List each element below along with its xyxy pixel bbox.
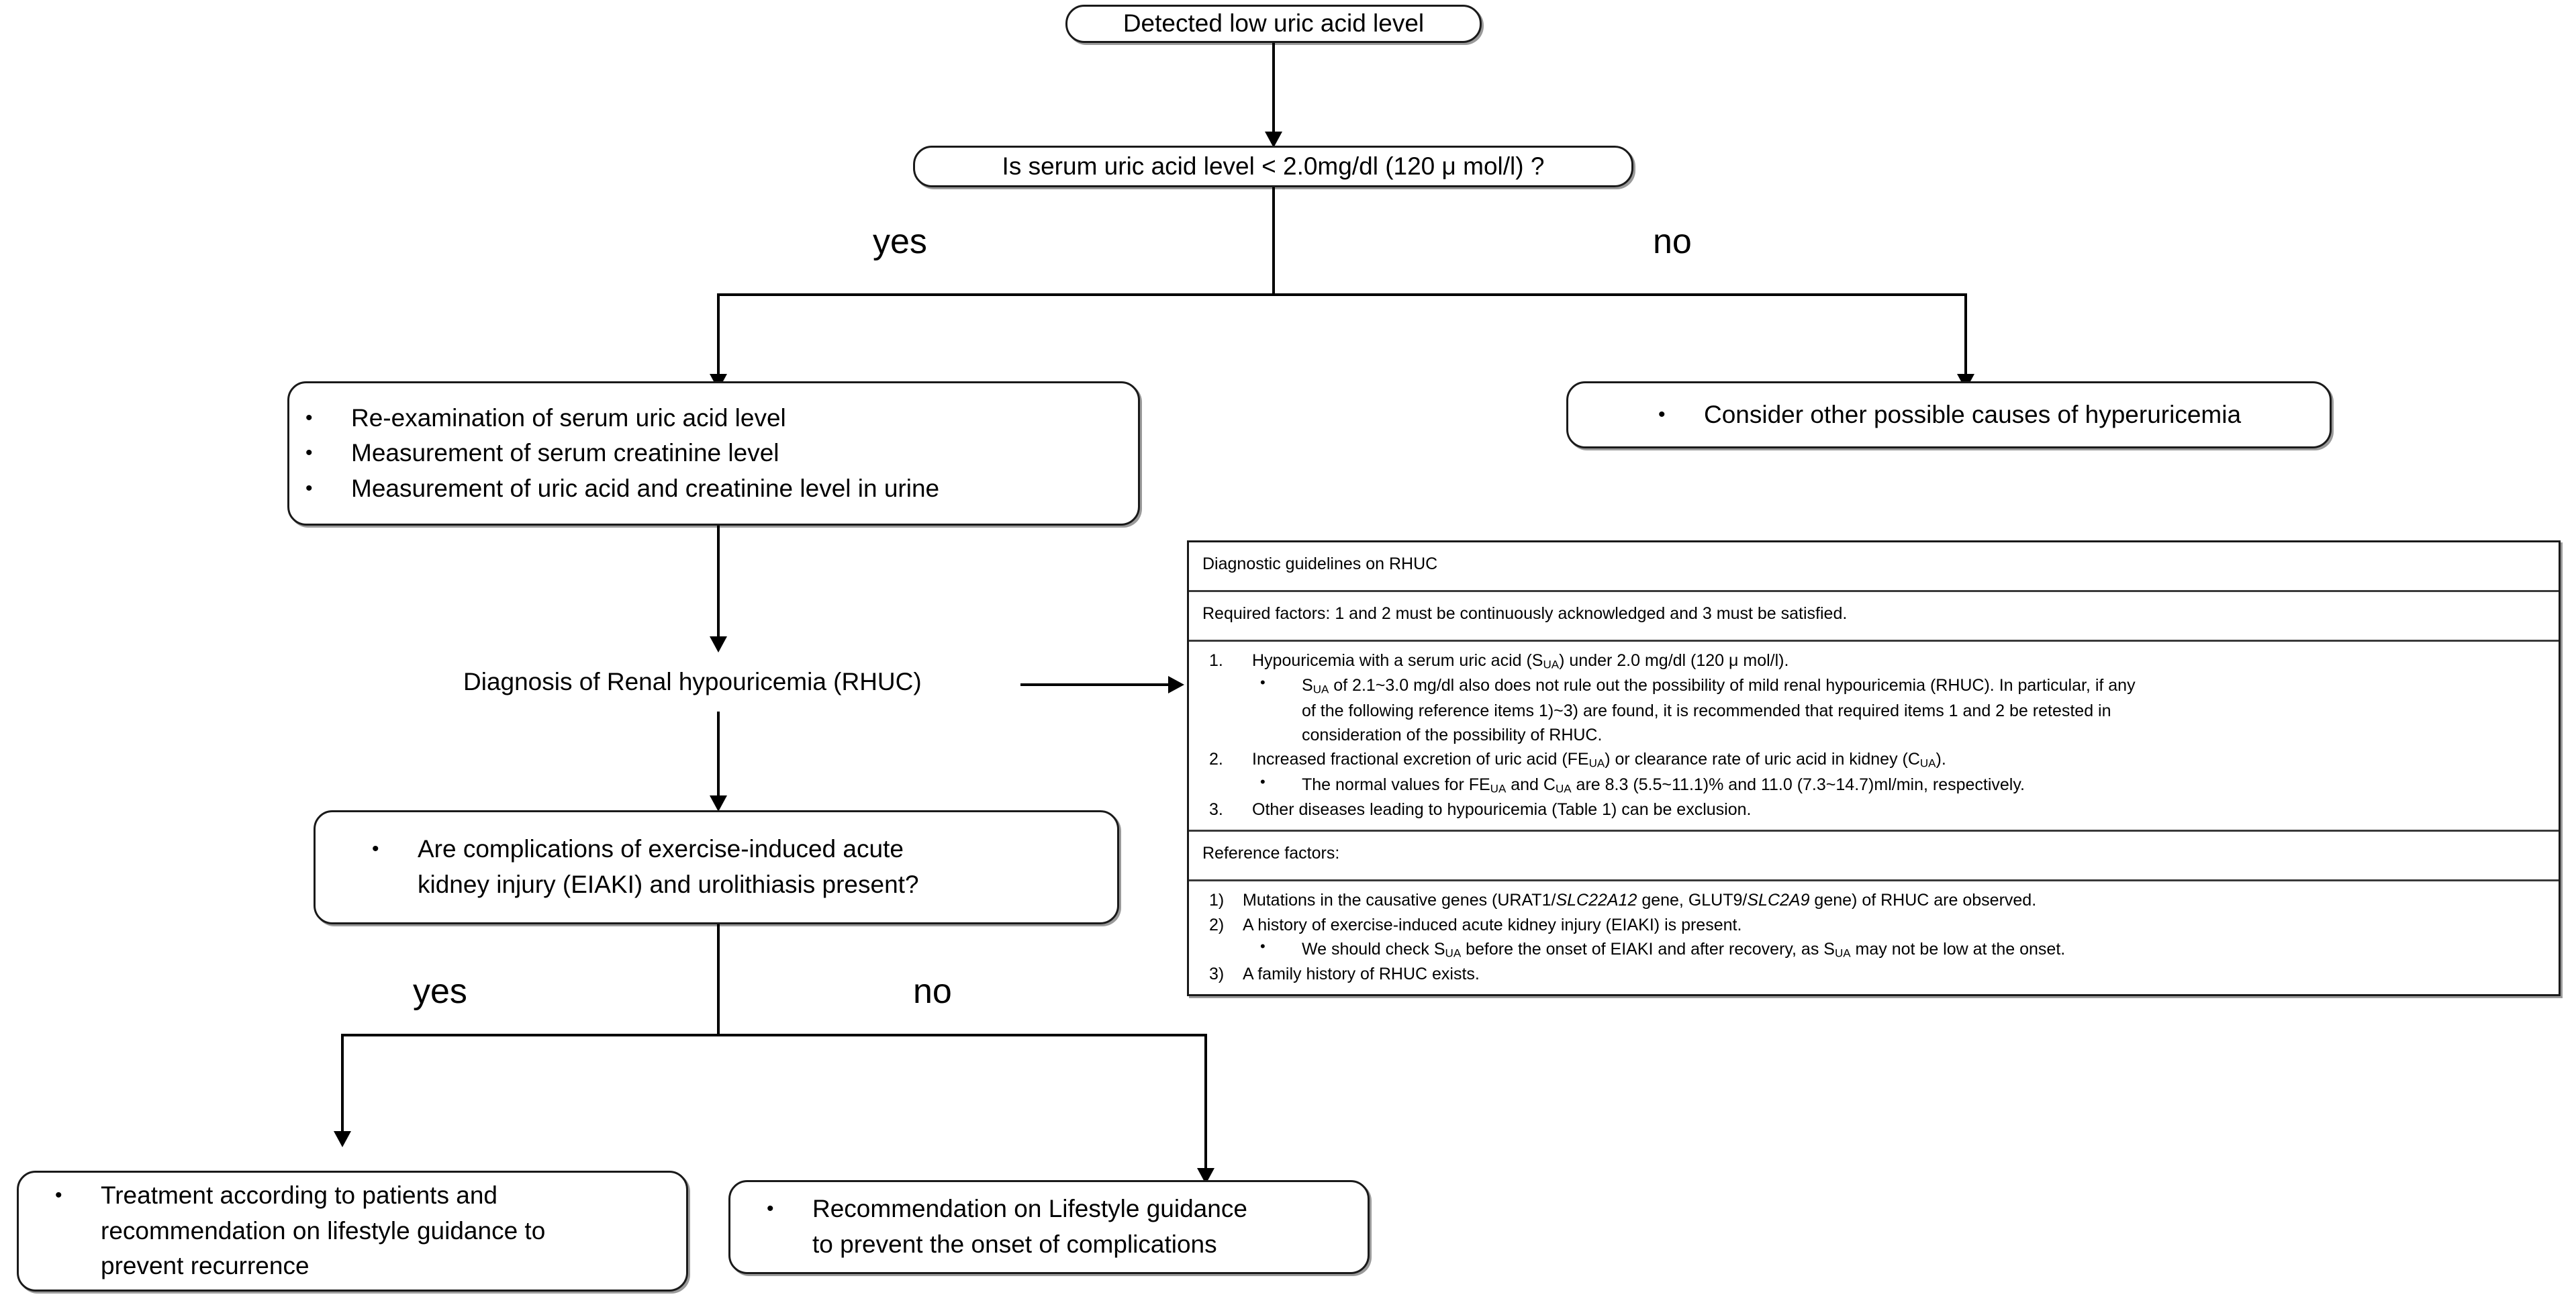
required-item-1-sub-line-1: • SUA of 2.1~3.0 mg/dl also does not rul… [1202, 673, 2546, 698]
node-decision-serum-level-label: Is serum uric acid level < 2.0mg/dl (120… [1002, 152, 1545, 180]
list-item: • Are complications of exercise-induced … [356, 832, 1117, 867]
node-decision-complications-line-1: kidney injury (EIAKI) and urolithiasis p… [418, 871, 919, 898]
connector-workup-to-diagnosis [717, 526, 720, 643]
bullet-icon: • [767, 1198, 774, 1220]
list-item: • Consider other possible causes of hype… [1642, 397, 2330, 433]
list-item: • Measurement of serum creatinine level [289, 436, 1138, 471]
node-start-label: Detected low uric acid level [1123, 9, 1425, 38]
arrow-down-icon-decision1 [1265, 132, 1282, 148]
arrow-down-icon-diagnosis [710, 636, 727, 652]
node-outcome-lifestyle[interactable]: • Recommendation on Lifestyle guidance t… [728, 1180, 1370, 1274]
connector-decision1-yes-drop [717, 293, 720, 381]
required-item-3-number: 3. [1209, 800, 1223, 819]
node-start[interactable]: Detected low uric acid level [1065, 5, 1482, 43]
connector-decision2-bus [341, 1034, 1207, 1036]
required-item-3: 3. Other diseases leading to hypouricemi… [1202, 797, 2546, 822]
node-workup-item-1: Measurement of serum creatinine level [351, 439, 779, 467]
bullet-icon: • [372, 838, 379, 861]
bullet-icon: • [1260, 674, 1266, 691]
connector-decision1-stem [1272, 187, 1275, 295]
bullet-icon: • [55, 1184, 62, 1207]
connector-decision2-yes-drop [341, 1034, 344, 1138]
guidelines-required-header: Required factors: 1 and 2 must be contin… [1202, 604, 1848, 623]
bullet-icon: • [305, 477, 313, 499]
node-decision-complications[interactable]: • Are complications of exercise-induced … [314, 810, 1119, 924]
connector-decision1-no-drop [1964, 293, 1967, 381]
node-workup-item-2: Measurement of uric acid and creatinine … [351, 474, 940, 502]
node-other-causes-list: • Consider other possible causes of hype… [1568, 397, 2330, 433]
guidelines-required-header-row: Required factors: 1 and 2 must be contin… [1189, 592, 2559, 642]
arrow-right-icon-guidelines [1168, 676, 1184, 693]
node-decision-serum-level[interactable]: Is serum uric acid level < 2.0mg/dl (120… [913, 146, 1633, 187]
reference-item-3: 3) A family history of RHUC exists. [1202, 962, 2546, 986]
label-diagnosis-rhuc: Diagnosis of Renal hypouricemia (RHUC) [463, 668, 922, 695]
node-outcome-treatment-line-2: prevent recurrence [101, 1252, 309, 1280]
node-other-causes[interactable]: • Consider other possible causes of hype… [1566, 381, 2332, 448]
required-item-1: 1. Hypouricemia with a serum uric acid (… [1202, 648, 2546, 673]
required-item-2: 2. Increased fractional excretion of uri… [1202, 747, 2546, 772]
reference-item-3-number: 3) [1209, 965, 1225, 984]
reference-item-2: 2) A history of exercise-induced acute k… [1202, 913, 2546, 937]
list-item: • Recommendation on Lifestyle guidance [751, 1192, 1368, 1227]
guidelines-required-items-row: 1. Hypouricemia with a serum uric acid (… [1189, 642, 2559, 832]
branch-label-yes-2: yes [413, 972, 467, 1011]
guidelines-reference-header: Reference factors: [1202, 844, 1340, 863]
node-outcome-lifestyle-line-0: Recommendation on Lifestyle guidance [812, 1195, 1247, 1223]
list-item: • Measurement of uric acid and creatinin… [289, 471, 1138, 507]
node-other-causes-item-0: Consider other possible causes of hyperu… [1704, 400, 2242, 428]
required-item-1-sub-line-2: of the following reference items 1)~3) a… [1302, 701, 2111, 720]
required-item-2-number: 2. [1209, 750, 1223, 769]
reference-item-2-sub-line: • We should check SUA before the onset o… [1202, 937, 2546, 962]
node-workup[interactable]: • Re-examination of serum uric acid leve… [287, 381, 1140, 526]
node-workup-list: • Re-examination of serum uric acid leve… [289, 401, 1138, 507]
guidelines-panel[interactable]: Diagnostic guidelines on RHUC Required f… [1187, 540, 2561, 997]
reference-item-1-text: Mutations in the causative genes (URAT1/… [1243, 891, 2037, 910]
required-item-3-text: Other diseases leading to hypouricemia (… [1252, 800, 1752, 819]
guidelines-title: Diagnostic guidelines on RHUC [1202, 554, 1438, 573]
guidelines-reference-header-row: Reference factors: [1189, 832, 2559, 882]
arrow-down-icon-decision2 [710, 795, 727, 812]
node-outcome-treatment-line-1: recommendation on lifestyle guidance to [101, 1216, 546, 1245]
reference-item-2-text: A history of exercise-induced acute kidn… [1243, 915, 1742, 934]
node-outcome-lifestyle-list: • Recommendation on Lifestyle guidance [730, 1192, 1368, 1227]
connector-diagnosis-to-guidelines [1020, 683, 1168, 686]
node-decision-complications-list: • Are complications of exercise-induced … [316, 832, 1117, 867]
arrow-down-icon-outcome-yes [334, 1131, 351, 1147]
guidelines-reference-items-row: 1) Mutations in the causative genes (URA… [1189, 881, 2559, 994]
bullet-icon: • [1658, 403, 1666, 426]
list-item: • Re-examination of serum uric acid leve… [289, 401, 1138, 436]
connector-start-to-decision1 [1272, 43, 1275, 139]
node-decision-complications-line-0: Are complications of exercise-induced ac… [418, 835, 904, 863]
bullet-icon: • [305, 442, 313, 465]
guidelines-title-row: Diagnostic guidelines on RHUC [1189, 542, 2559, 592]
node-outcome-lifestyle-line-1: to prevent the onset of complications [812, 1230, 1217, 1258]
branch-label-yes-1: yes [873, 222, 927, 261]
connector-diagnosis-to-decision2 [717, 712, 720, 802]
bullet-icon: • [1260, 937, 1266, 955]
branch-label-no-1: no [1653, 222, 1692, 261]
connector-decision2-stem [717, 924, 720, 1035]
required-item-1-sub-line-3: consideration of the possibility of RHUC… [1302, 726, 1603, 744]
required-item-2-sub-line: • The normal values for FEUA and CUA are… [1202, 773, 2546, 797]
connector-decision2-no-drop [1204, 1034, 1207, 1175]
reference-item-2-number: 2) [1209, 915, 1225, 934]
bullet-icon: • [305, 406, 313, 429]
connector-decision1-bus [717, 293, 1967, 296]
node-workup-item-0: Re-examination of serum uric acid level [351, 403, 786, 432]
node-outcome-treatment-list: • Treatment according to patients and [19, 1178, 686, 1214]
reference-item-3-text: A family history of RHUC exists. [1243, 965, 1480, 984]
list-item: • Treatment according to patients and [39, 1178, 686, 1214]
required-item-1-text: Hypouricemia with a serum uric acid (SUA… [1252, 651, 1789, 671]
bullet-icon: • [1260, 773, 1266, 790]
required-item-1-number: 1. [1209, 651, 1223, 670]
node-outcome-treatment-line-0: Treatment according to patients and [101, 1181, 497, 1210]
branch-label-no-2: no [913, 972, 952, 1011]
reference-item-1-number: 1) [1209, 891, 1225, 910]
node-outcome-treatment[interactable]: • Treatment according to patients and re… [17, 1171, 688, 1292]
required-item-2-text: Increased fractional excretion of uric a… [1252, 750, 1946, 770]
reference-item-1: 1) Mutations in the causative genes (URA… [1202, 888, 2546, 912]
